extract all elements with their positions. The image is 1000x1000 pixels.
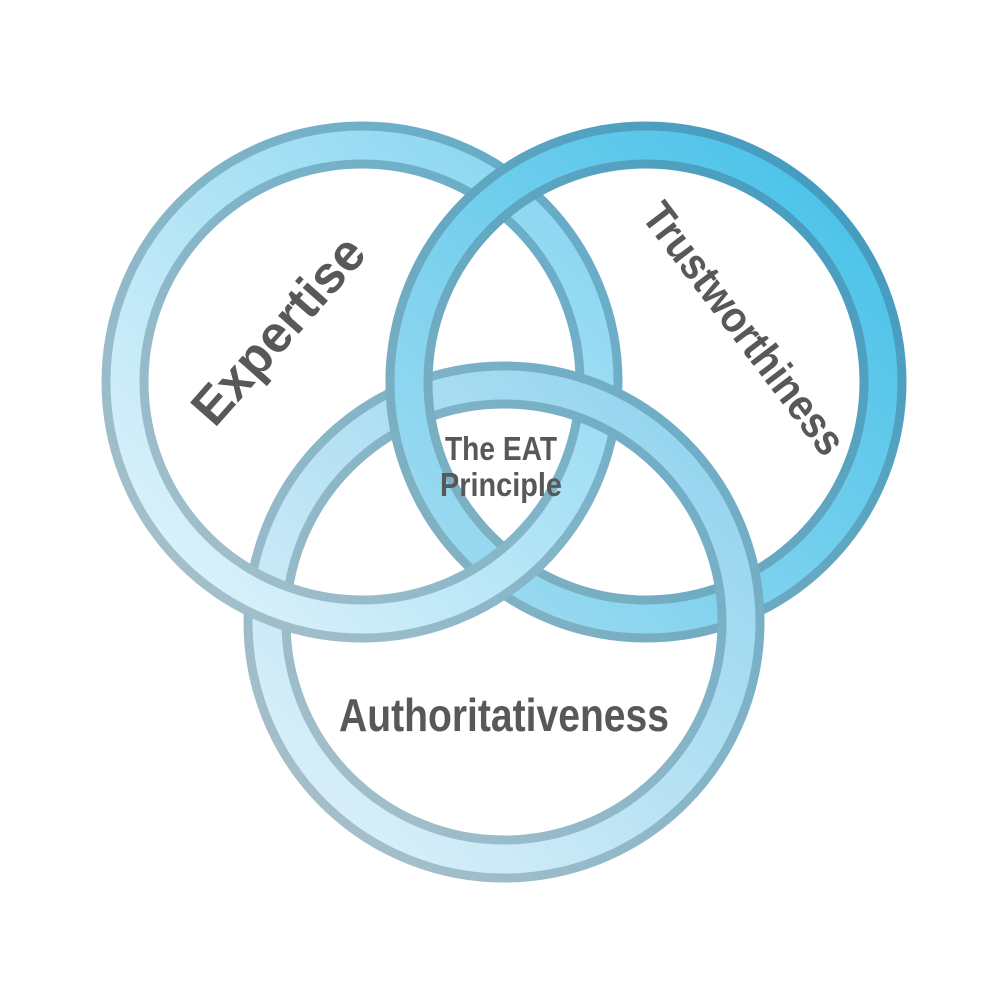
ring-label-authoritativeness: Authoritativeness [339, 689, 669, 741]
center-label-line1: The EAT [445, 430, 557, 467]
center-label-line2: Principle [440, 466, 562, 503]
